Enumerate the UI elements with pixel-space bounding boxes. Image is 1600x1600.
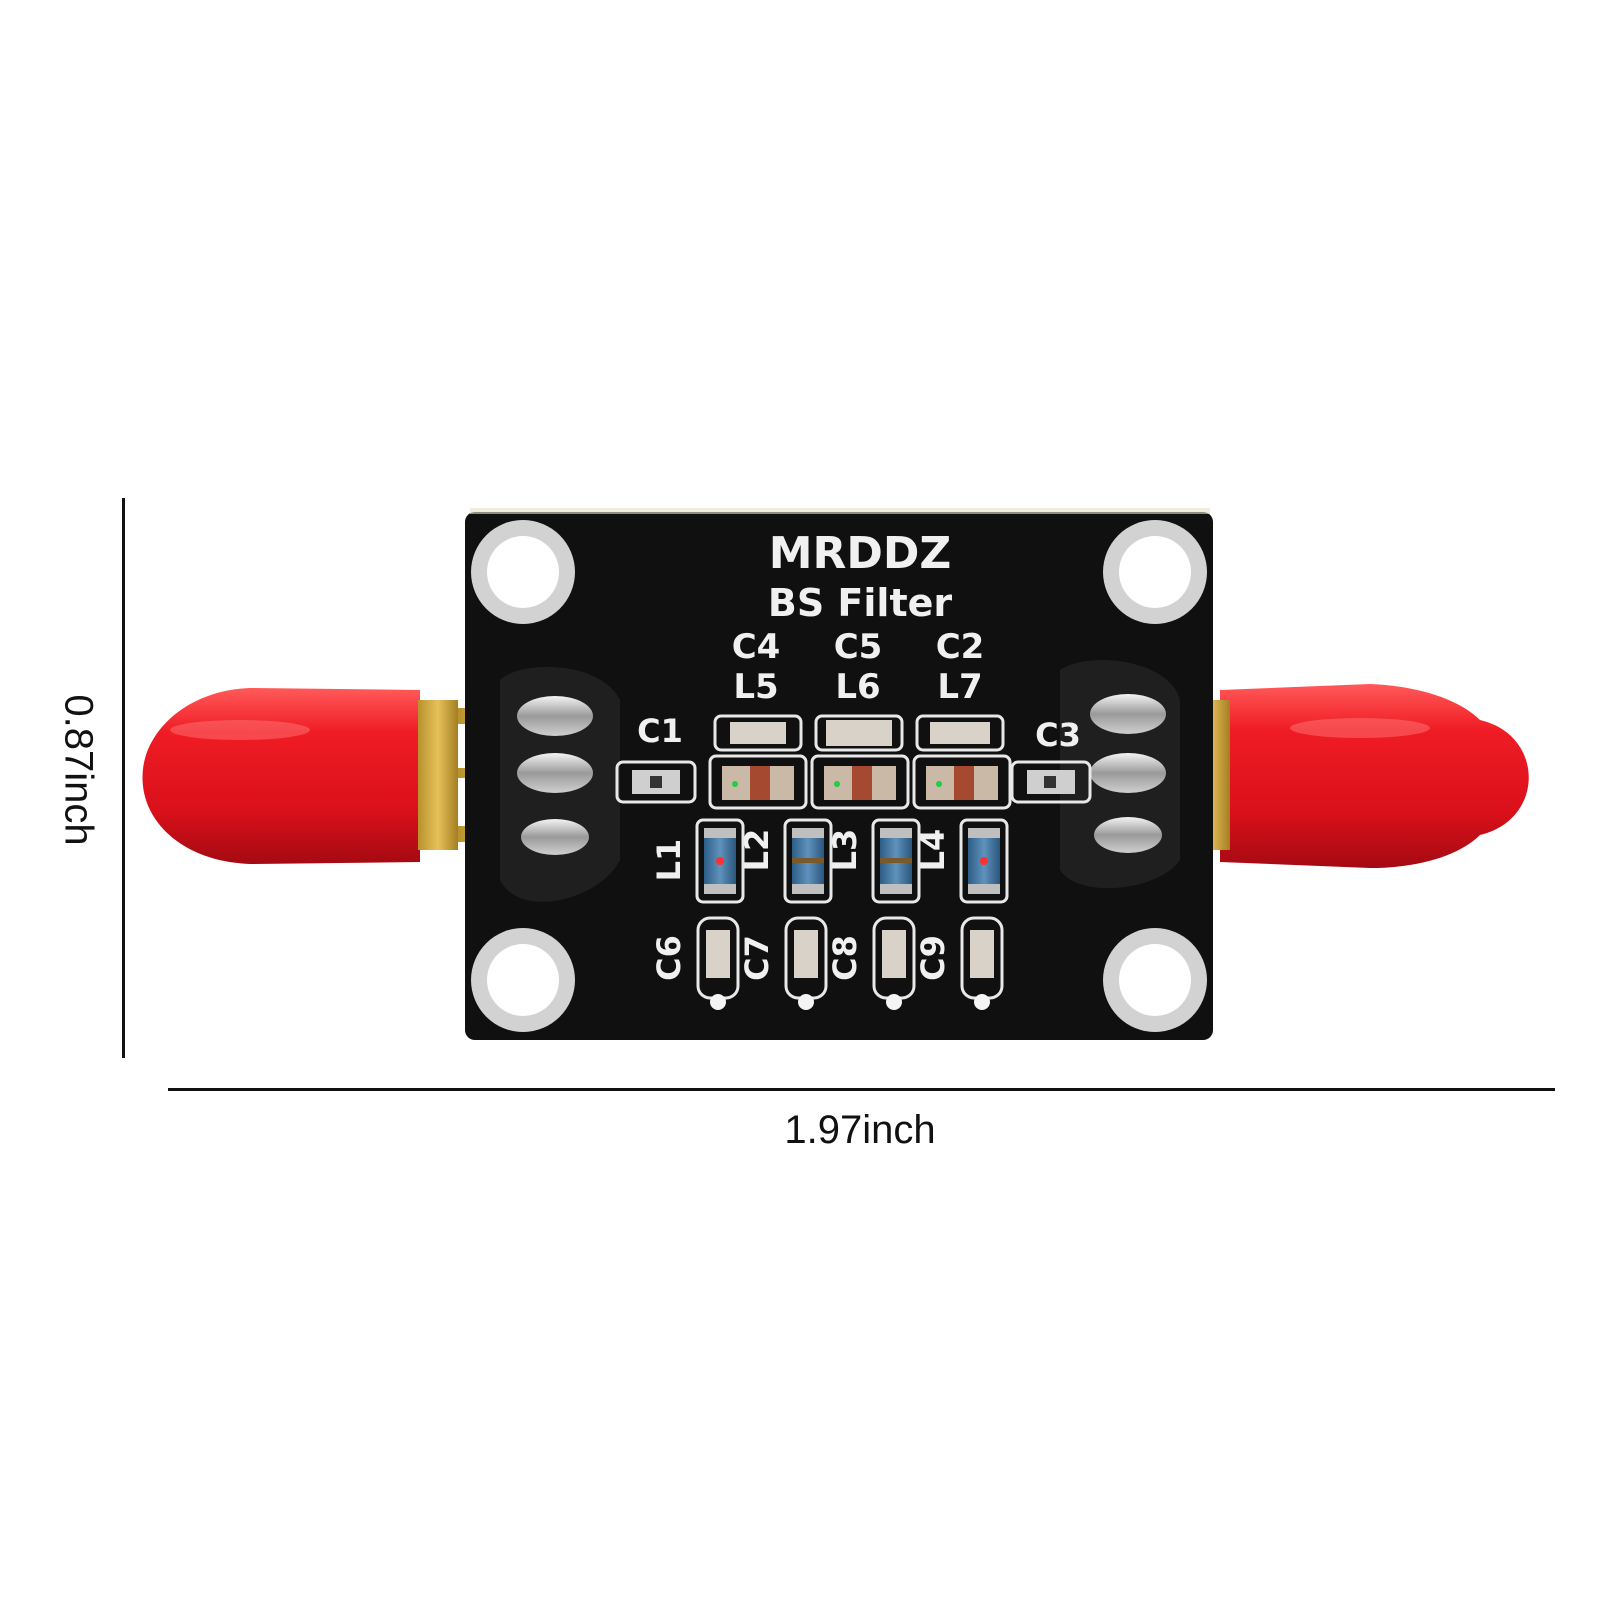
label-c6: C6 xyxy=(650,935,688,981)
inductor-l1 xyxy=(695,818,745,904)
board-name-label: BS Filter xyxy=(768,581,953,625)
label-l3: L3 xyxy=(826,829,864,872)
capacitor-c9 xyxy=(960,916,1004,1010)
pcb-board: MRDDZ BS Filter C4 C5 C2 L5 L6 L7 C1 C3 xyxy=(465,508,1213,1040)
label-c1: C1 xyxy=(637,712,683,750)
mounting-hole-bottom-left xyxy=(471,928,575,1032)
label-c3: C3 xyxy=(1035,716,1081,754)
label-l6: L6 xyxy=(835,667,880,707)
label-l7: L7 xyxy=(937,667,982,707)
label-c8: C8 xyxy=(826,935,864,981)
mounting-hole-bottom-right xyxy=(1103,928,1207,1032)
label-l1: L1 xyxy=(650,839,688,882)
label-c2: C2 xyxy=(936,627,985,667)
label-c9: C9 xyxy=(914,935,952,981)
capacitor-c8 xyxy=(872,916,916,1010)
inductor-l2 xyxy=(783,818,833,904)
capacitor-c6 xyxy=(696,916,740,1010)
height-dimension-line xyxy=(122,498,125,1058)
mounting-hole-top-right xyxy=(1103,520,1207,624)
label-l4: L4 xyxy=(914,829,952,872)
inductor-l4 xyxy=(959,818,1009,904)
mounting-hole-top-left xyxy=(471,520,575,624)
capacitor-c7 xyxy=(784,916,828,1010)
label-l5: L5 xyxy=(733,667,778,707)
label-c7: C7 xyxy=(738,935,776,981)
label-l2: L2 xyxy=(738,829,776,872)
inductor-l3 xyxy=(871,818,921,904)
brand-label: MRDDZ xyxy=(769,528,952,579)
width-dimension-line xyxy=(168,1088,1555,1091)
label-c4: C4 xyxy=(732,627,781,667)
width-dimension-label: 1.97inch xyxy=(784,1108,936,1152)
label-c5: C5 xyxy=(834,627,883,667)
